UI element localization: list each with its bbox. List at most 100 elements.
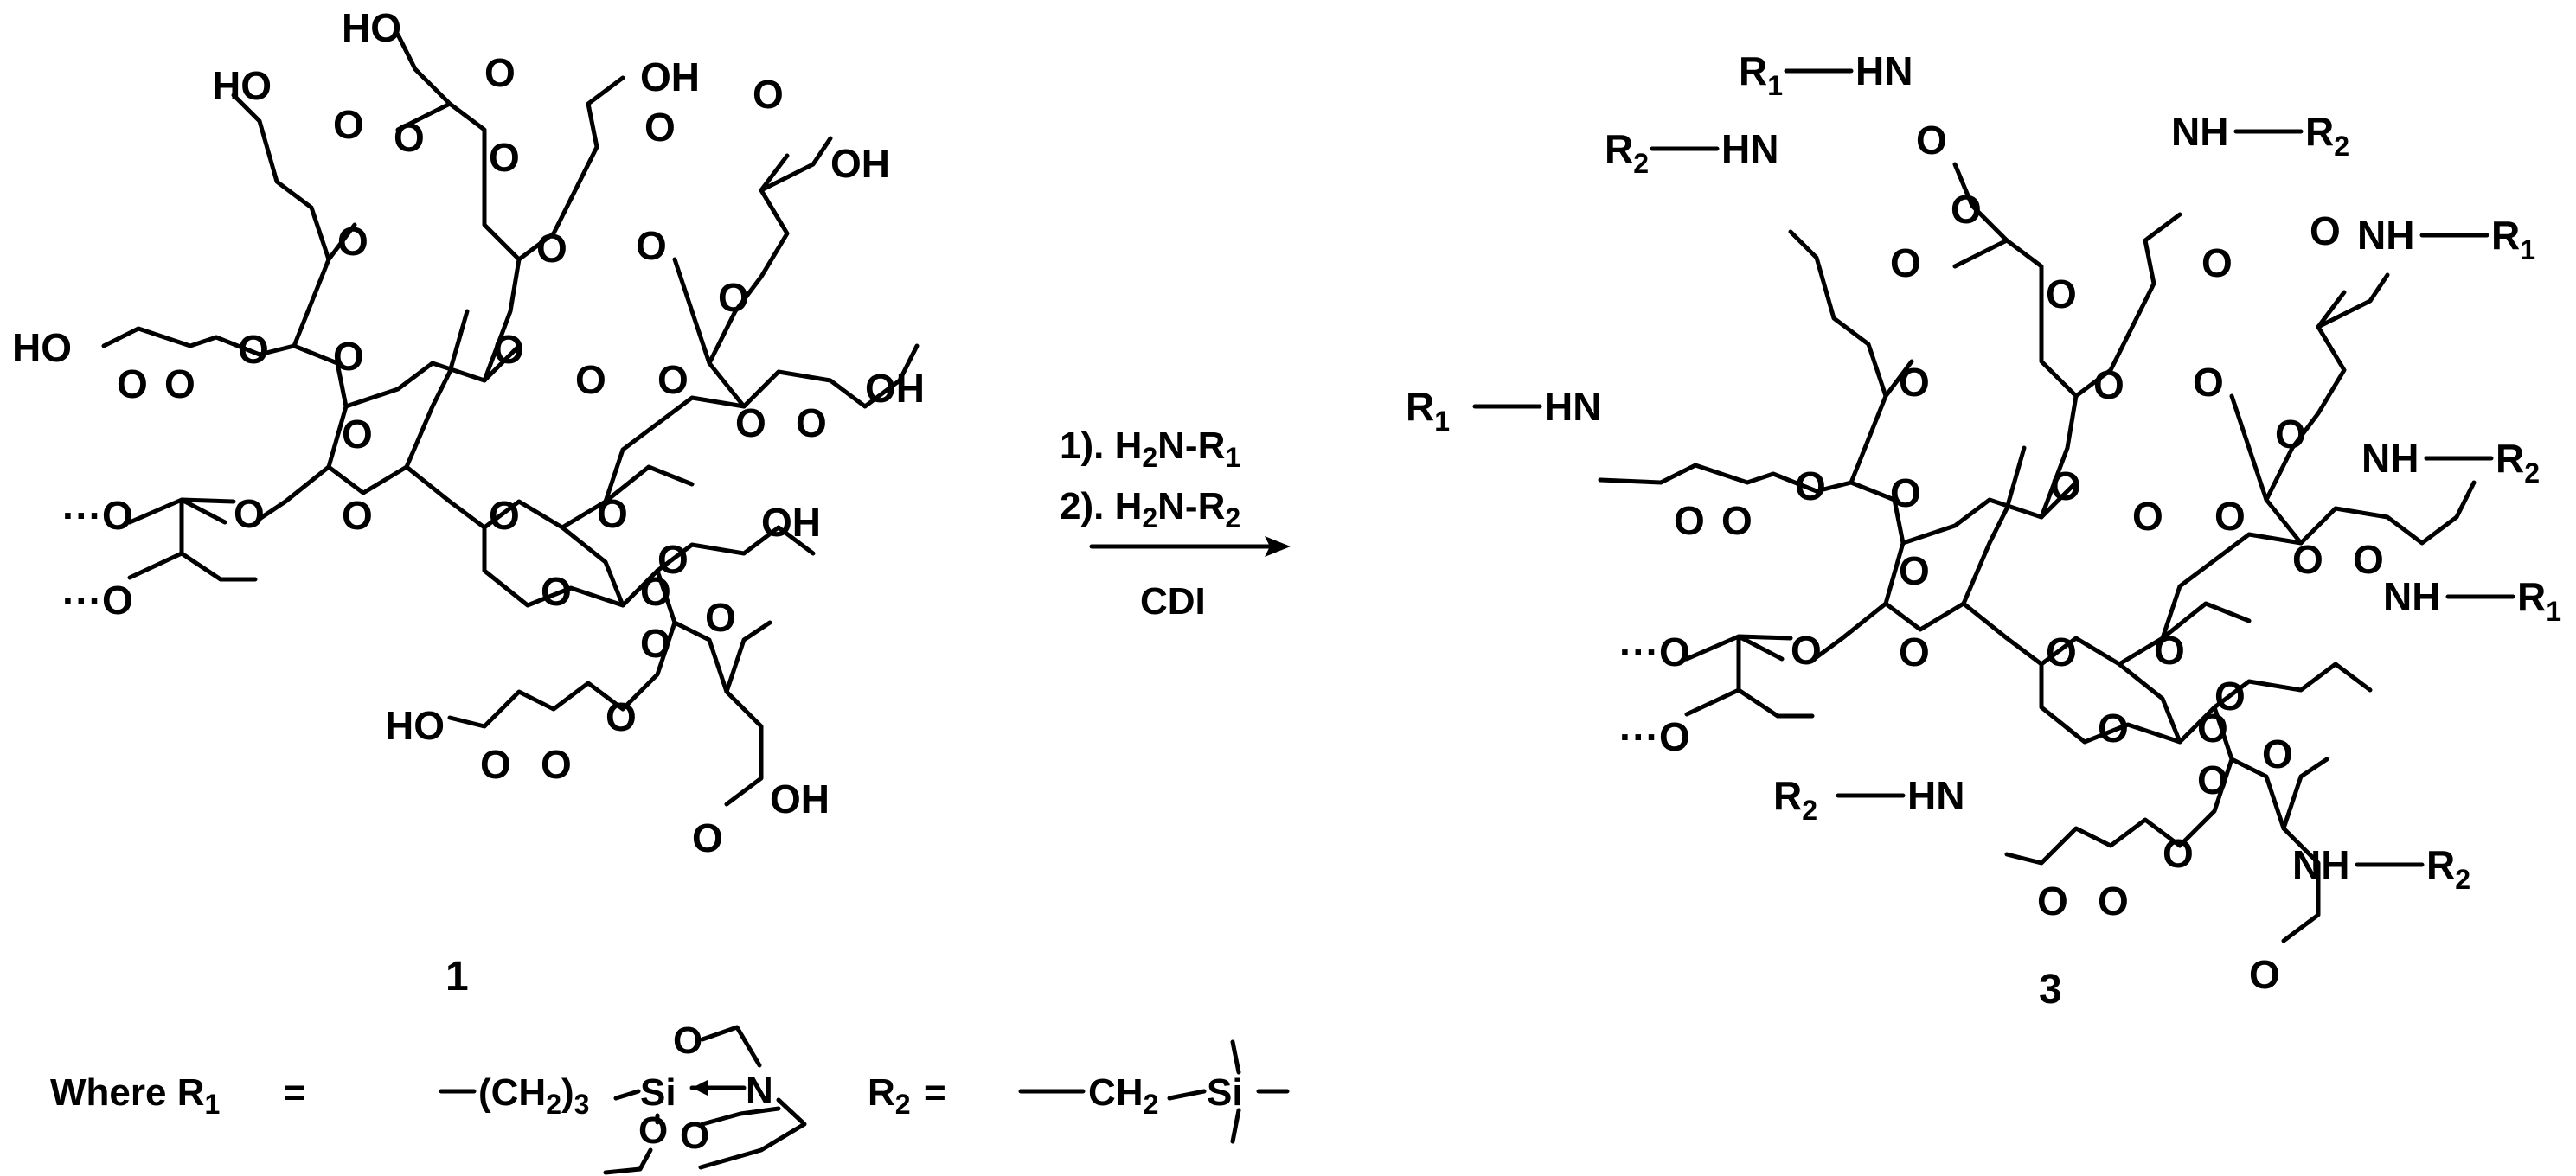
atom-label: O <box>2098 706 2129 751</box>
atom-label: O <box>333 102 364 147</box>
atom-label: O <box>2310 208 2341 253</box>
atom-label: O <box>606 694 637 739</box>
chain-si-bond <box>613 1089 641 1101</box>
silatrane-si: Si <box>640 1071 676 1114</box>
atom-label: O <box>342 493 373 538</box>
atom-label: O <box>2197 706 2228 751</box>
reaction-conditions: 1). H2N-R1 2). H2N-R2 CDI <box>1060 425 1291 623</box>
atom-label: O <box>2098 879 2129 924</box>
reaction-arrow-head <box>1265 536 1291 557</box>
atom-label: O <box>2132 494 2163 539</box>
atom-label: O <box>1890 240 1921 285</box>
atom-label: OH <box>830 141 890 186</box>
atom-label: O <box>1795 463 1826 508</box>
amide-label: NH <box>2292 842 2349 887</box>
atom-label: OH <box>770 777 830 821</box>
atom-label: OH <box>865 366 925 411</box>
atom-label: O <box>394 115 425 160</box>
atom-label: O <box>597 491 628 536</box>
atom-label: O <box>692 815 723 860</box>
atom-label: O <box>2275 412 2306 457</box>
atom-label: O <box>640 569 671 614</box>
compound-number-1: 1 <box>445 954 469 1000</box>
silatrane-o-left: O <box>638 1109 668 1152</box>
r-group-label: R1 <box>2517 574 2561 627</box>
atom-label: O <box>2050 463 2081 508</box>
atom-label: O <box>1674 498 1705 543</box>
r-group-label: R2 <box>1773 773 1817 826</box>
atom-label: O <box>2214 674 2246 719</box>
r-group-label: R2 <box>1605 126 1649 179</box>
atom-label: OH <box>640 54 700 99</box>
atom-label: O <box>2197 757 2228 802</box>
atom-label: O <box>342 412 373 457</box>
r1-propyl-chain: (CH2)3 <box>478 1071 589 1120</box>
atom-label: O <box>657 357 689 402</box>
atom-label: O <box>234 491 265 536</box>
atom-label: O <box>2093 362 2124 407</box>
atom-label: O <box>1899 548 1930 593</box>
r-group-label: R1 <box>1739 48 1783 101</box>
chain-end-label: ···O <box>1619 714 1690 759</box>
atom-label: O <box>735 400 766 445</box>
atom-label: HO <box>12 325 72 370</box>
r-group-label: R2 <box>2305 109 2349 162</box>
atom-label: O <box>337 219 368 264</box>
atom-label: O <box>753 72 784 117</box>
atom-label: O <box>333 334 364 379</box>
where-r2-label: R2 <box>868 1071 911 1120</box>
atom-label: O <box>1791 628 1822 673</box>
atom-label: O <box>2353 537 2384 582</box>
where-r1-label: Where R1 <box>50 1071 220 1120</box>
atom-label: O <box>238 327 269 372</box>
r2-methylene: CH2 <box>1088 1071 1158 1120</box>
r-group-label: R1 <box>2491 213 2535 265</box>
atom-label: O <box>796 400 827 445</box>
compound-3-atoms: R1 R2 R1 R2 R1 R2 R1 R2 R2 HN HN HN HN N… <box>1406 48 2561 997</box>
atom-label: O <box>2163 831 2194 876</box>
ch2-si-bond <box>1167 1089 1207 1101</box>
atom-label: O <box>2193 360 2224 405</box>
atom-label: O <box>484 50 516 95</box>
r-group-label: R2 <box>2426 842 2470 895</box>
atom-label: O <box>640 621 671 666</box>
r-group-label: R1 <box>1406 384 1450 437</box>
atom-label: O <box>1721 498 1753 543</box>
atom-label: O <box>489 135 520 180</box>
atom-label: O <box>2046 272 2077 316</box>
r-group-label: R2 <box>2496 436 2540 489</box>
atom-label: O <box>1916 118 1947 163</box>
chain-end-label: ···O <box>1619 630 1690 674</box>
atom-label: O <box>2201 240 2233 285</box>
atom-label: HO <box>212 63 272 108</box>
amide-label: HN <box>1721 126 1778 171</box>
atom-label: O <box>2249 952 2280 997</box>
coupling-reagent: CDI <box>1140 580 1206 623</box>
trimethylsilyl-si: Si <box>1207 1071 1243 1114</box>
atom-label: O <box>644 105 676 150</box>
atom-label: O <box>2046 630 2077 674</box>
atom-label: O <box>718 275 749 320</box>
methyl-bonds <box>1230 1039 1290 1144</box>
amide-label: HN <box>1544 384 1601 429</box>
atom-label: O <box>2214 494 2246 539</box>
atom-label: O <box>489 493 520 538</box>
compound-number-3: 3 <box>2039 967 2062 1013</box>
atom-label: O <box>2292 537 2323 582</box>
atom-label: O <box>541 742 572 787</box>
atom-label: O <box>480 742 511 787</box>
atom-label: O <box>164 361 195 406</box>
atom-label: O <box>2154 628 2185 673</box>
atom-label: O <box>493 327 524 372</box>
r-definitions: Where R1 = (CH2)3 Si N O O O R2 = CH2 Si <box>50 1019 1290 1175</box>
chain-end-label: ···O <box>62 578 133 623</box>
atom-label: O <box>2037 879 2068 924</box>
silatrane-o-top: O <box>673 1019 702 1062</box>
compound-1-structure <box>101 32 920 807</box>
compound-1-atoms: HO HO HO HO OH OH OH OH OH O O O O O O O… <box>12 5 925 860</box>
chain-end-label: ···O <box>62 493 133 538</box>
atom-label: O <box>636 223 667 268</box>
atom-label: HO <box>342 5 401 50</box>
atom-label: O <box>2262 732 2293 777</box>
